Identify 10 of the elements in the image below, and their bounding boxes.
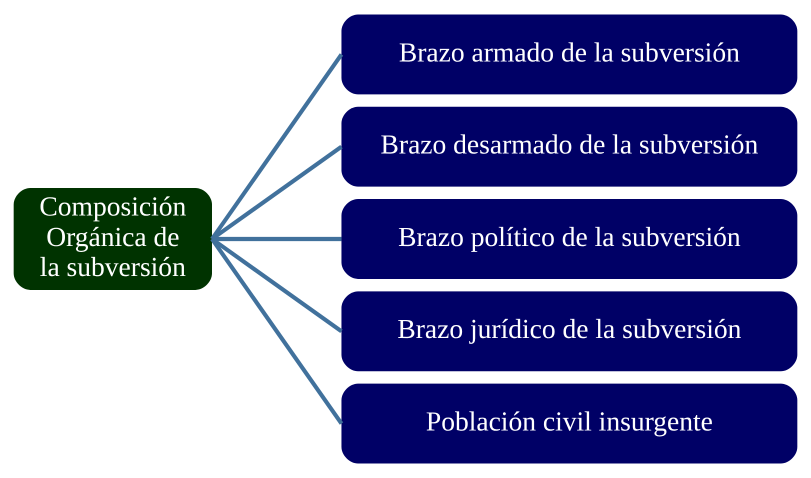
node-box: Brazo armado de la subversión	[341, 14, 798, 94]
connector	[210, 53, 344, 240]
node-box: Población civil insurgente	[341, 384, 798, 464]
connector	[210, 237, 343, 333]
node-box: Composición Orgánica de la subversión	[14, 188, 212, 290]
node-box: Brazo jurídico de la subversión	[341, 291, 798, 372]
node-box: Brazo desarmado de la subversión	[341, 106, 798, 187]
connector	[210, 145, 343, 241]
connector	[210, 238, 344, 425]
node-box: Brazo político de la subversión	[341, 199, 798, 279]
